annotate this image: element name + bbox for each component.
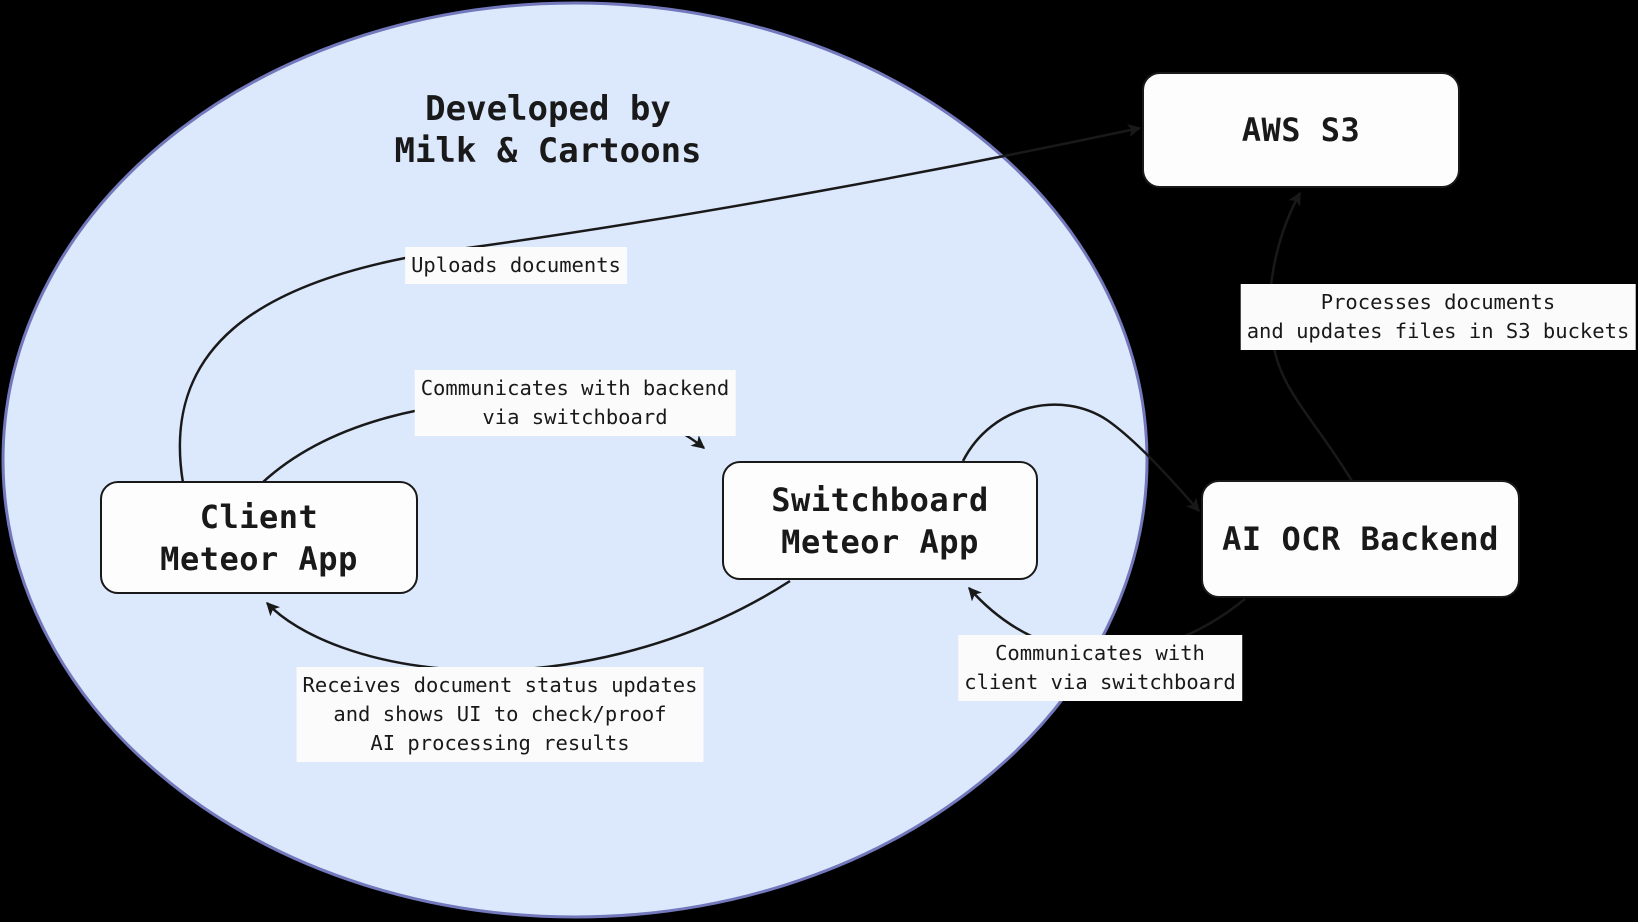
node-client-label-line2: Meteor App bbox=[160, 539, 358, 578]
node-aws-s3-label: AWS S3 bbox=[1241, 111, 1361, 149]
edge-label-receives-line1: Receives document status updates bbox=[302, 673, 698, 697]
edge-label-comm-client-line1: Communicates with bbox=[995, 641, 1205, 665]
edge-label-processes-line2: and updates files in S3 buckets bbox=[1246, 319, 1630, 343]
edge-label-comm-client-line2: client via switchboard bbox=[964, 670, 1236, 694]
edge-label-receives-line2: and shows UI to check/proof bbox=[333, 702, 667, 726]
edge-label-comm-backend-line1: Communicates with backend bbox=[420, 376, 730, 400]
edge-label-uploads-line1: Uploads documents bbox=[411, 253, 621, 277]
node-switchboard-meteor-app: Switchboard Meteor App bbox=[722, 461, 1038, 580]
edge-label-receives-line3: AI processing results bbox=[370, 731, 630, 755]
milk-cartoons-boundary-ellipse bbox=[1, 1, 1149, 919]
edge-client-to-aws-s3 bbox=[178, 123, 1142, 484]
boundary-title: Developed by Milk & Cartoons bbox=[394, 88, 701, 172]
edge-label-uploads-documents: Uploads documents bbox=[405, 247, 627, 284]
boundary-title-line1: Developed by bbox=[425, 89, 671, 129]
node-client-meteor-app: Client Meteor App bbox=[100, 481, 418, 594]
node-switchboard-label-line1: Switchboard bbox=[771, 480, 989, 519]
edge-label-comm-backend-line2: via switchboard bbox=[482, 405, 668, 429]
boundary-title-line2: Milk & Cartoons bbox=[394, 131, 702, 171]
edge-switchboard-to-ai-ocr bbox=[961, 403, 1200, 513]
node-ai-ocr-label: AI OCR Backend bbox=[1222, 520, 1499, 558]
edge-label-communicates-with-client: Communicates with client via switchboard bbox=[958, 635, 1242, 701]
node-switchboard-label-line2: Meteor App bbox=[781, 522, 979, 561]
node-client-label-line1: Client bbox=[199, 497, 319, 536]
edge-label-processes-documents: Processes documents and updates files in… bbox=[1240, 284, 1636, 350]
node-ai-ocr-backend: AI OCR Backend bbox=[1201, 480, 1520, 598]
edge-label-processes-line1: Processes documents bbox=[1320, 290, 1556, 314]
edge-label-communicates-with-backend: Communicates with backend via switchboar… bbox=[414, 370, 736, 436]
edge-label-receives-status-updates: Receives document status updates and sho… bbox=[296, 667, 704, 762]
node-aws-s3: AWS S3 bbox=[1142, 72, 1460, 188]
